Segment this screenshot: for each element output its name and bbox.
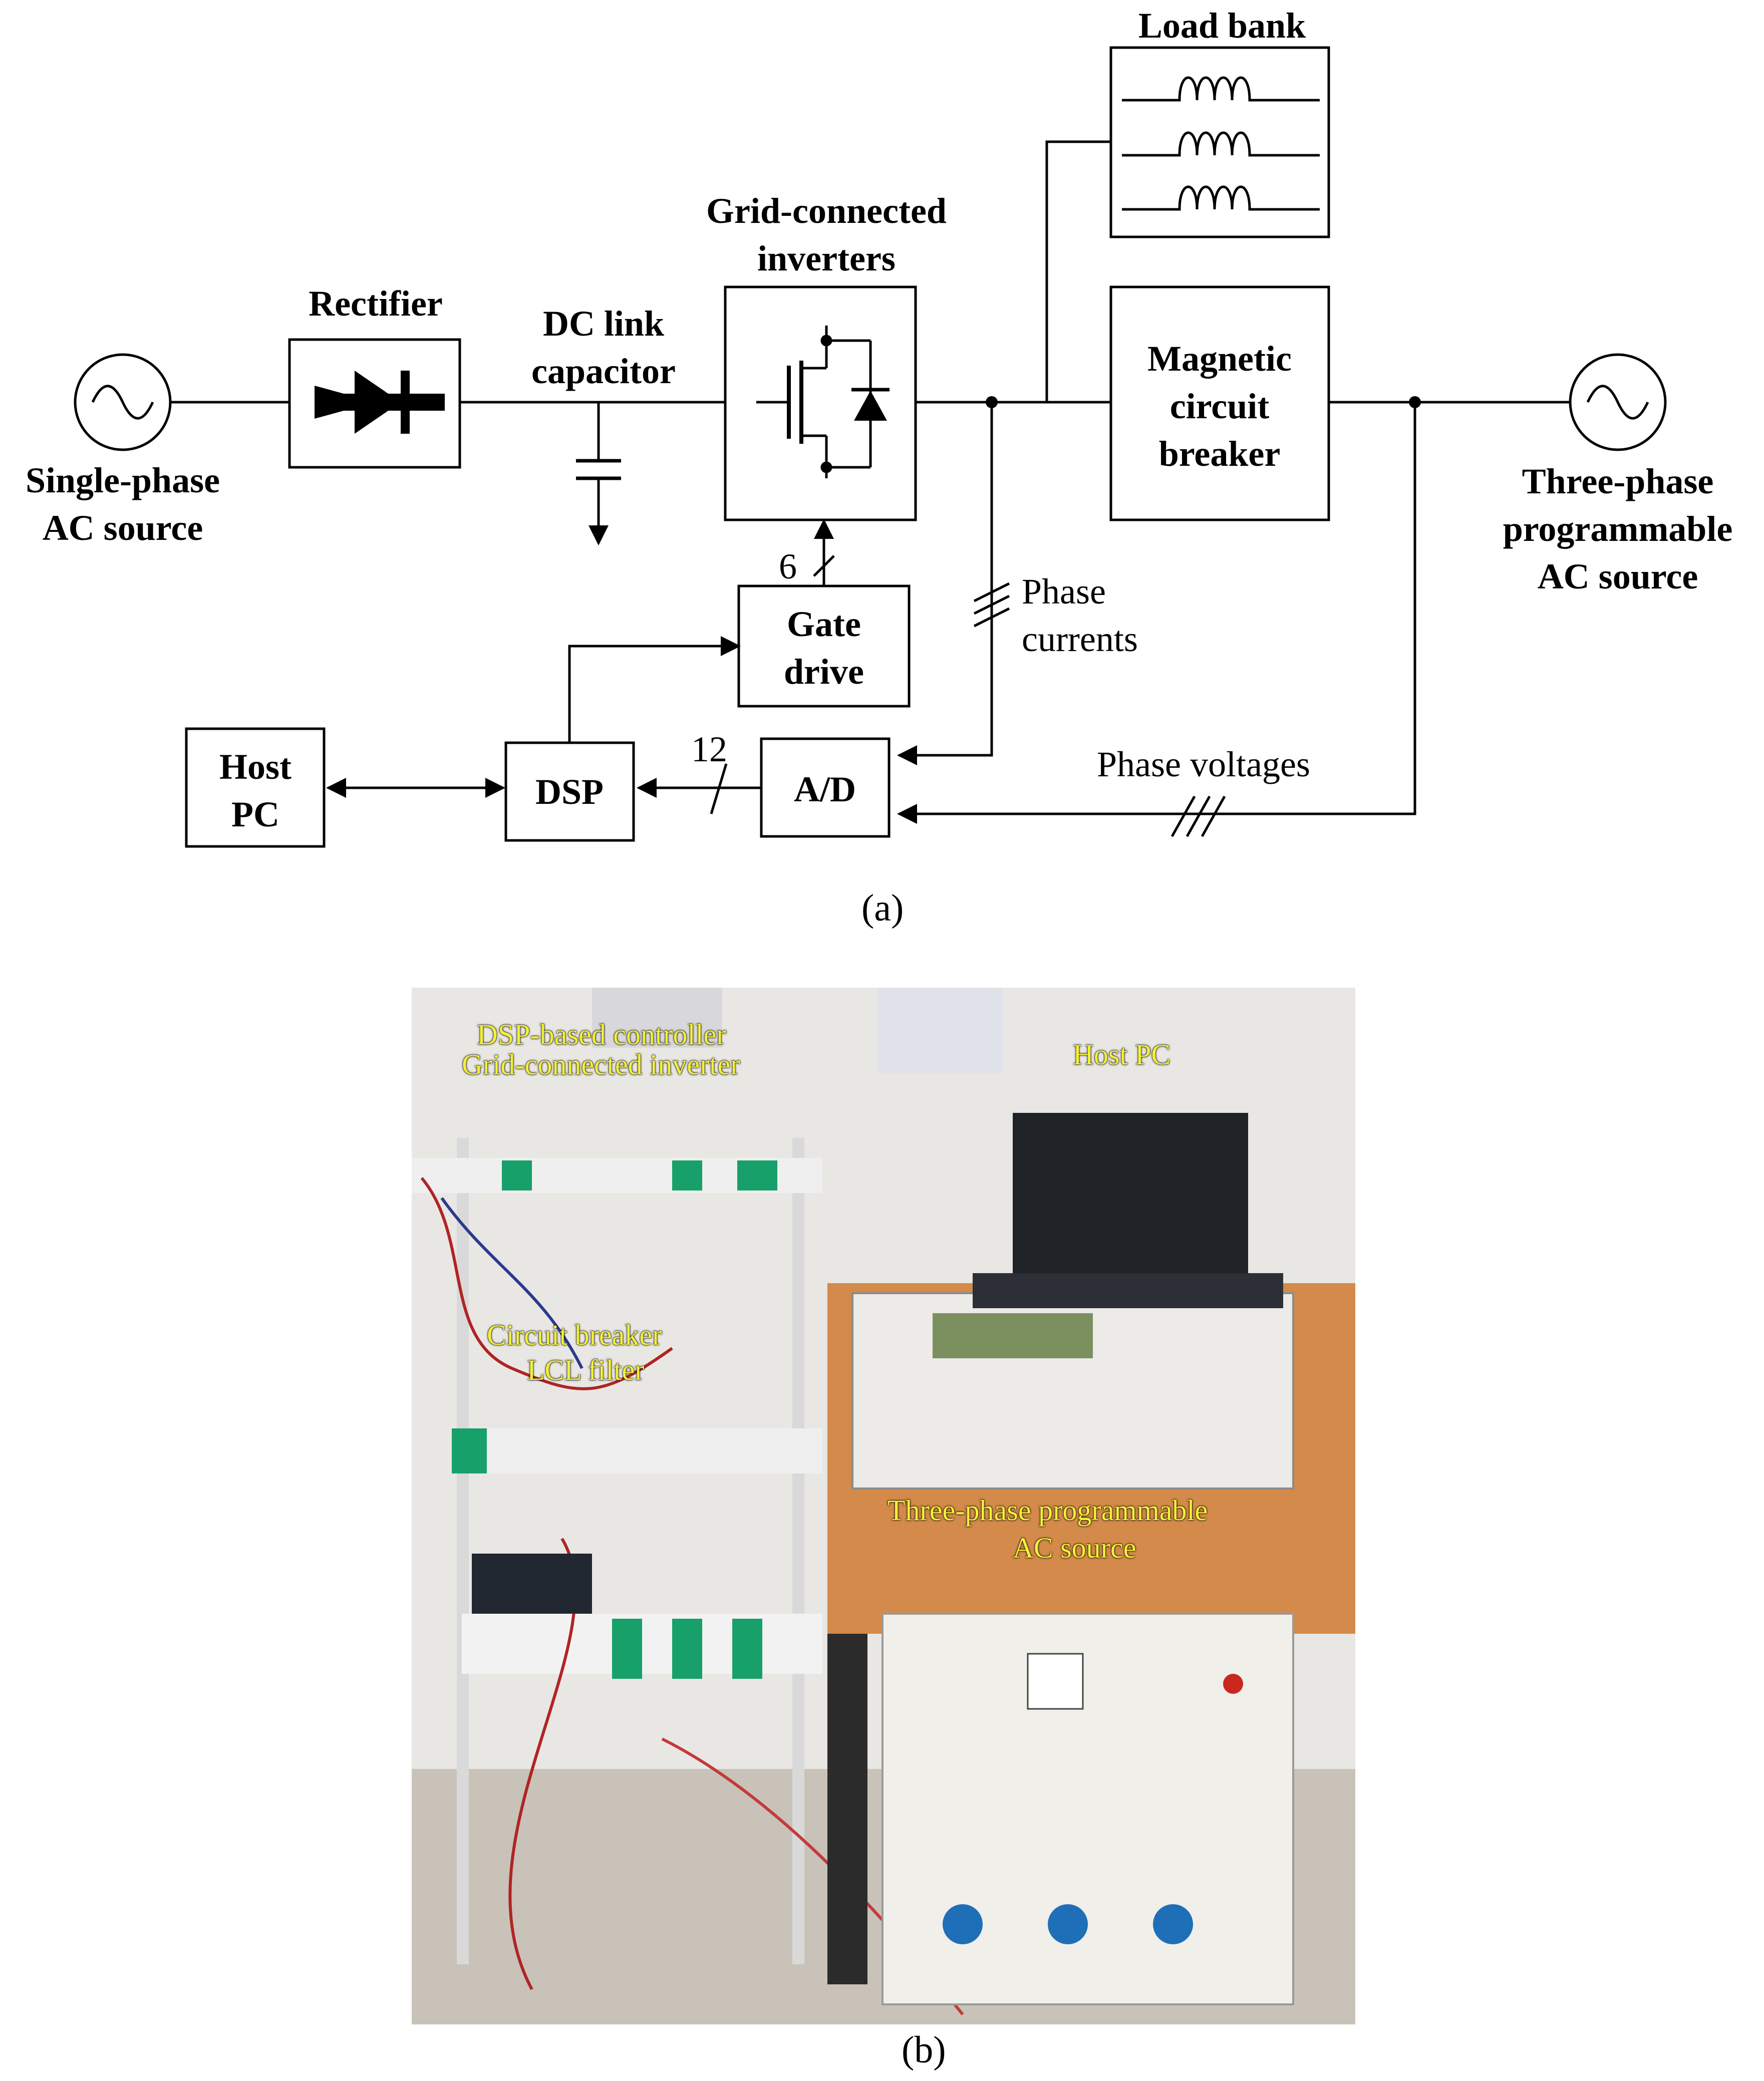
phase-voltages-line	[897, 402, 1416, 824]
host-pc-label-1: Host	[219, 747, 291, 787]
phase-currents-label-1: Phase	[1022, 571, 1106, 612]
photo-label-ac-source-2: AC source	[1013, 1532, 1136, 1564]
dc-link-capacitor-symbol	[576, 402, 621, 545]
wire-load-bank	[1045, 140, 1111, 402]
breaker-label-1: Magnetic	[1147, 339, 1292, 379]
inverters-label-1: Grid-connected	[706, 191, 947, 231]
single-phase-label-1: Single-phase	[26, 460, 220, 500]
three-phase-label-1: Three-phase	[1522, 461, 1714, 501]
host-pc-label-2: PC	[231, 794, 279, 834]
single-phase-source-symbol	[74, 353, 172, 451]
setup-photo: DSP-based controller Grid-connected inve…	[412, 988, 1355, 2024]
block-diagram: Single-phase AC source Rectifier DC link…	[26, 6, 1733, 848]
inverter-box	[724, 285, 917, 521]
dsp-label: DSP	[535, 772, 604, 812]
diode-icon	[854, 391, 887, 421]
single-phase-label-2: AC source	[43, 508, 203, 548]
phase-currents-label-2: currents	[1022, 619, 1138, 659]
bus-slash-adc	[710, 763, 728, 814]
gate-drive-label-2: drive	[784, 652, 864, 692]
bus-width-gate: 6	[779, 546, 797, 586]
dc-link-label-1: DC link	[543, 304, 664, 344]
phase-currents-line	[897, 402, 993, 765]
load-bank-label: Load bank	[1138, 6, 1306, 46]
rectifier-diode-icon	[315, 371, 445, 434]
photo-label-host-pc: Host PC	[1073, 1038, 1171, 1071]
inverters-label-2: inverters	[757, 238, 896, 278]
rectifier-label: Rectifier	[309, 283, 443, 324]
phase-voltages-label: Phase voltages	[1097, 744, 1310, 784]
breaker-label-2: circuit	[1170, 386, 1270, 426]
caption-b: (b)	[902, 2029, 946, 2071]
bus-width-adc: 12	[691, 729, 727, 769]
caption-a: (a)	[861, 887, 904, 929]
photo-label-inverter: Grid-connected inverter	[462, 1048, 740, 1081]
three-phase-label-3: AC source	[1538, 556, 1698, 597]
photo-label-circuit-breaker: Circuit breaker	[487, 1319, 662, 1351]
inductor-icons	[1122, 76, 1320, 211]
three-phase-source-symbol	[1569, 353, 1667, 451]
load-bank-box	[1109, 46, 1330, 238]
ad-label: A/D	[794, 769, 856, 809]
dsp-to-gate-arrow	[568, 636, 741, 743]
mosfet-icon	[756, 326, 872, 478]
photo-label-dsp-controller: DSP-based controller	[477, 1018, 726, 1051]
dc-link-label-2: capacitor	[531, 351, 676, 391]
photo-label-ac-source-1: Three-phase programmable	[888, 1494, 1208, 1527]
photo-label-lcl-filter: LCL filter	[527, 1354, 645, 1386]
three-phase-label-2: programmable	[1503, 509, 1733, 549]
gate-drive-label-1: Gate	[787, 604, 861, 644]
host-pc-box	[185, 727, 326, 848]
bus-slash-gate	[813, 555, 835, 577]
breaker-label-3: breaker	[1159, 434, 1281, 474]
